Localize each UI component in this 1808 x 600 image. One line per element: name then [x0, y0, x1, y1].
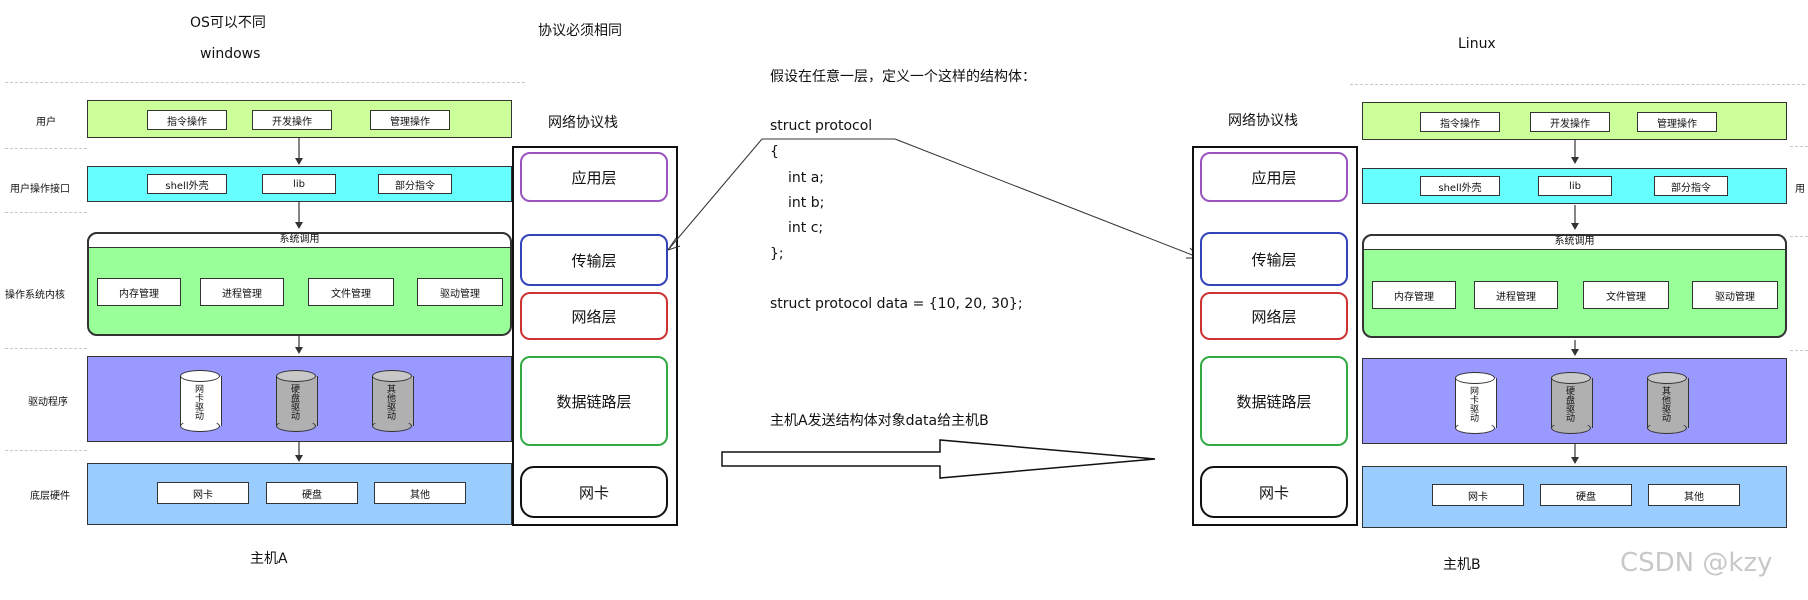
- divider: [1790, 236, 1808, 237]
- driver-mgmt-button: 驱动管理: [1692, 281, 1778, 309]
- user-op-button: 指令操作: [1420, 112, 1500, 132]
- application-layer: 应用层: [1200, 152, 1348, 202]
- network-layer: 网络层: [1200, 292, 1348, 340]
- host-a-label: 主机A: [250, 551, 288, 567]
- stack-title-a: 网络协议栈: [548, 115, 618, 131]
- syscall-bar: 系统调用: [1362, 234, 1787, 250]
- disk-driver-label: 硬盘驱动: [1564, 386, 1574, 422]
- divider: [5, 148, 87, 149]
- other-driver-cylinder: 其他驱动: [1647, 372, 1689, 434]
- driver-mgmt-button: 驱动管理: [417, 278, 503, 306]
- nic-driver-cylinder: 网卡驱动: [1455, 372, 1497, 434]
- watermark: CSDN @kzy: [1620, 548, 1773, 578]
- memory-mgmt-button: 内存管理: [97, 278, 181, 306]
- nic-driver-label: 网卡驱动: [1468, 386, 1478, 422]
- code-line: int a;: [788, 170, 824, 186]
- application-layer: 应用层: [520, 152, 668, 202]
- send-label: 主机A发送结构体对象data给主机B: [770, 413, 989, 429]
- shell-button: shell外壳: [147, 174, 227, 194]
- divider: [5, 82, 525, 83]
- pointer-to-transport-a: [667, 138, 763, 251]
- code-intro: 假设在任意一层，定义一个这样的结构体：: [770, 69, 1036, 85]
- transport-layer: 传输层: [1200, 232, 1348, 286]
- partial-cmd-button: 部分指令: [378, 174, 452, 194]
- disk-driver-cylinder: 硬盘驱动: [276, 370, 318, 432]
- nic-driver-label: 网卡驱动: [193, 384, 203, 420]
- pointer-to-transport-b: [894, 138, 1201, 259]
- nic-layer: 网卡: [520, 466, 668, 518]
- host-a-os-label: windows: [200, 46, 261, 62]
- admin-op-button: 管理操作: [1637, 112, 1717, 132]
- code-line: struct protocol: [770, 118, 873, 134]
- nic-button: 网卡: [1432, 484, 1524, 506]
- row-label-kernel: 操作系统内核: [5, 290, 65, 301]
- other-driver-label: 其他驱动: [1660, 386, 1670, 422]
- memory-mgmt-button: 内存管理: [1372, 281, 1456, 309]
- row-label-driver: 驱动程序: [28, 397, 68, 408]
- shell-button: shell外壳: [1420, 176, 1500, 196]
- nic-driver-cylinder: 网卡驱动: [180, 370, 222, 432]
- disk-button: 硬盘: [266, 482, 358, 504]
- code-line: struct protocol data = {10, 20, 30};: [770, 296, 1023, 312]
- row-label-user-interface: 用户操作接口: [10, 184, 70, 195]
- lib-button: lib: [262, 174, 336, 194]
- row-label-partial: 用: [1795, 184, 1805, 195]
- datalink-layer: 数据链路层: [520, 356, 668, 446]
- disk-button: 硬盘: [1540, 484, 1632, 506]
- code-line: {: [770, 144, 779, 160]
- disk-driver-cylinder: 硬盘驱动: [1551, 372, 1593, 434]
- code-line: };: [770, 246, 784, 262]
- file-mgmt-button: 文件管理: [1583, 281, 1669, 309]
- stack-title-b: 网络协议栈: [1228, 113, 1298, 129]
- other-driver-cylinder: 其他驱动: [372, 370, 414, 432]
- nic-button: 网卡: [157, 482, 249, 504]
- partial-cmd-button: 部分指令: [1654, 176, 1728, 196]
- other-button: 其他: [1648, 484, 1740, 506]
- other-button: 其他: [374, 482, 466, 504]
- divider: [1790, 350, 1808, 351]
- host-b-label: 主机B: [1443, 557, 1481, 573]
- row-label-user: 用户: [36, 117, 56, 128]
- send-arrow: [721, 439, 1156, 479]
- datalink-layer: 数据链路层: [1200, 356, 1348, 446]
- network-layer: 网络层: [520, 292, 668, 340]
- admin-op-button: 管理操作: [370, 110, 450, 130]
- divider: [1790, 146, 1808, 147]
- host-b-os-label: Linux: [1458, 36, 1496, 52]
- lib-button: lib: [1538, 176, 1612, 196]
- nic-layer: 网卡: [1200, 466, 1348, 518]
- protocol-same-label: 协议必须相同: [538, 23, 622, 39]
- divider: [5, 348, 87, 349]
- divider: [5, 450, 87, 451]
- file-mgmt-button: 文件管理: [308, 278, 394, 306]
- syscall-bar: 系统调用: [87, 232, 512, 248]
- code-line: int b;: [788, 195, 825, 211]
- disk-driver-label: 硬盘驱动: [289, 384, 299, 420]
- other-driver-label: 其他驱动: [385, 384, 395, 420]
- divider: [1350, 84, 1805, 85]
- user-op-button: 指令操作: [147, 110, 227, 130]
- divider: [5, 212, 87, 213]
- os-differ-label: OS可以不同: [190, 15, 266, 31]
- process-mgmt-button: 进程管理: [1474, 281, 1558, 309]
- code-line: int c;: [788, 220, 824, 236]
- dev-op-button: 开发操作: [252, 110, 332, 130]
- dev-op-button: 开发操作: [1530, 112, 1610, 132]
- process-mgmt-button: 进程管理: [200, 278, 284, 306]
- row-label-hardware: 底层硬件: [30, 491, 70, 502]
- transport-layer: 传输层: [520, 234, 668, 286]
